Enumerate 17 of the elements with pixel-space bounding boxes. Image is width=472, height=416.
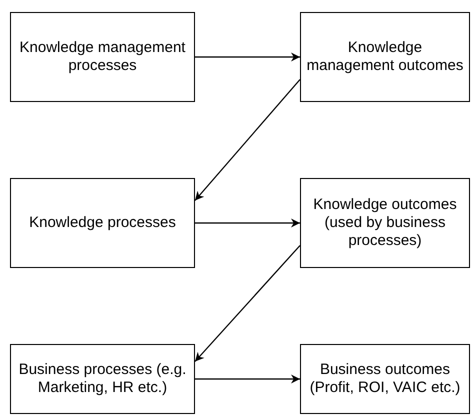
process-box: [10, 344, 195, 414]
process-box: [10, 178, 195, 268]
box-label: Business outcomes (Profit, ROI, VAIC etc.): [308, 361, 462, 397]
arrow: [195, 374, 300, 384]
process-box: [300, 178, 470, 268]
box-label: Knowledge processes: [29, 214, 176, 232]
process-box: [300, 12, 470, 102]
box-label: Knowledge management processes: [18, 39, 186, 75]
arrow: [194, 79, 300, 201]
process-box: [10, 12, 195, 102]
arrow: [195, 218, 300, 228]
arrow: [194, 245, 300, 362]
arrow: [195, 52, 300, 62]
box-label: Knowledge outcomes (used by business processes): [312, 196, 458, 250]
box-label: Business processes (e.g. Marketing, HR etc.): [18, 361, 188, 397]
process-box: [300, 344, 470, 414]
box-label: Knowledge management outcomes: [306, 39, 464, 75]
